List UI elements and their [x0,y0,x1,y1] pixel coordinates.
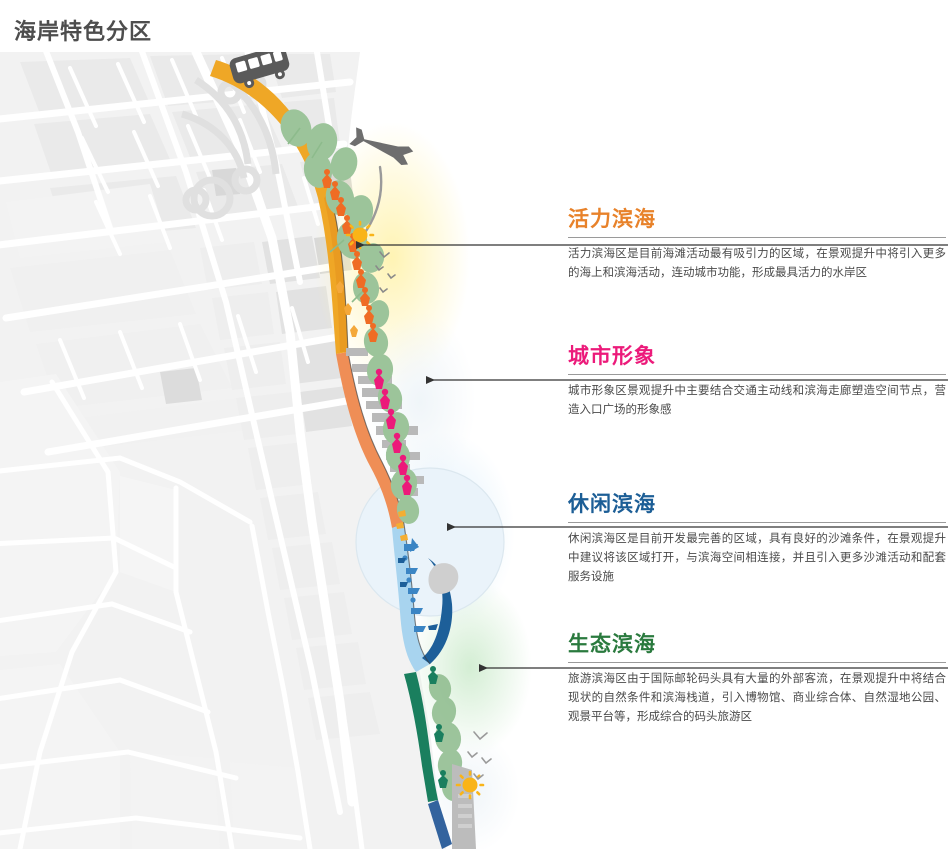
birds-icon-south [467,731,492,781]
callout-divider [568,522,946,523]
callout-leisure: 休闲滨海 休闲滨海区是目前开发最完善的区域，具有良好的沙滩条件，在景观提升中建议… [568,492,946,587]
people-icon [396,510,408,541]
eco-zone-band [404,672,438,802]
callout-city-image-body: 城市形象区景观提升中主要结合交通主动线和滨海走廊塑造空间节点，营造入口广场的形象… [568,385,946,416]
people-icon [428,666,448,788]
callout-eco-body: 旅游滨海区由于国际邮轮码头具有大量的外部客流，在景观提升中将结合现状的自然条件和… [568,673,946,723]
boat-icon [402,538,426,632]
bus-icon [229,52,290,89]
map-interchange [180,67,280,220]
people-icon [322,169,378,342]
map-bay-circle [355,467,505,617]
page-title: 海岸特色分区 [14,19,153,44]
boat-icon [398,558,438,630]
callout-vitality-body: 活力滨海区是目前海滩活动最有吸引力的区域，在景观提升中将引入更多的海上和滨海活动… [568,248,946,279]
callout-vitality: 活力滨海 活力滨海区是目前海滩活动最有吸引力的区域，在景观提升中将引入更多的海上… [568,207,946,283]
callout-city-image: 城市形象 城市形象区景观提升中主要结合交通主动线和滨海走廊塑造空间节点，营造入口… [568,344,946,420]
callout-eco: 生态滨海 旅游滨海区由于国际邮轮码头具有大量的外部客流，在景观提升中将结合现状的… [568,632,946,727]
callout-leisure-title: 休闲滨海 [568,493,656,516]
image-zone-band [336,352,404,528]
leader-lines [356,241,948,672]
map-illustration [0,52,948,849]
callout-vitality-title: 活力滨海 [568,208,656,231]
pier-zone-band [428,800,452,849]
callout-leisure-body: 休闲滨海区是目前开发最完善的区域，具有良好的沙滩条件，在景观提升中建议将该区域打… [568,533,946,583]
callout-divider [568,374,946,375]
sun-icon-south [455,770,485,800]
callout-city-image-title: 城市形象 [568,345,656,368]
coastal-zoning-diagram: 活力滨海 活力滨海区是目前海滩活动最有吸引力的区域，在景观提升中将引入更多的海上… [0,52,948,849]
callout-eco-title: 生态滨海 [568,633,656,656]
vitality-zone-band [210,60,348,354]
callout-divider [568,237,946,238]
island-icon [428,563,459,594]
people-icon [374,368,412,495]
birds-icon-north [375,251,396,294]
callout-divider [568,662,946,663]
